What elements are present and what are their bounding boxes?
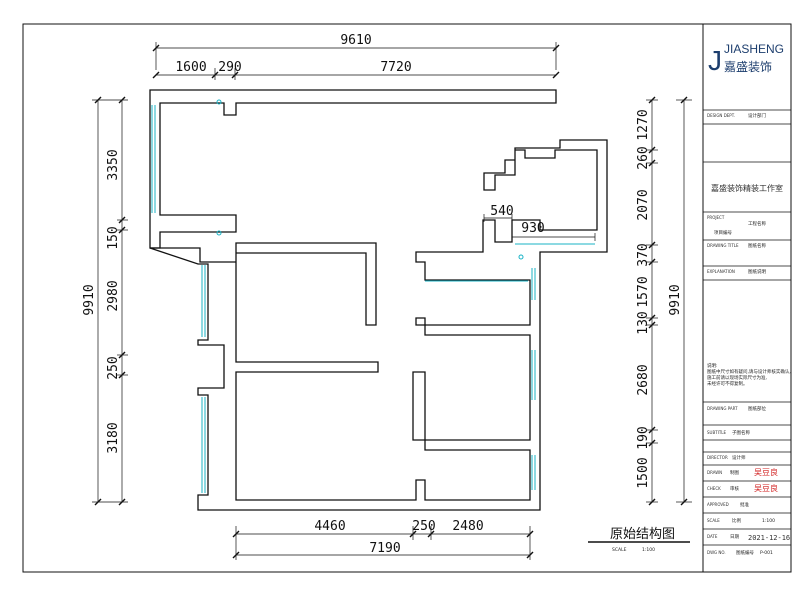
title-block: J JIASHENG 嘉盛装饰 DESIGN DEPT. 设计部门 嘉盛装饰精装…: [703, 42, 791, 556]
drawing-scale-label: SCALE: [612, 547, 627, 553]
window-lines: [151, 99, 595, 493]
dim-right-overall: 9910: [668, 284, 683, 315]
dim-left-5: 3180: [106, 422, 121, 453]
dwg-label: DWG NO.: [707, 550, 726, 555]
dim-right-1: 1270: [636, 109, 651, 140]
dim-left-1: 3350: [106, 149, 121, 180]
dim-right-6: 130: [636, 311, 651, 334]
drawing-title: 原始结构图: [610, 527, 675, 542]
check-value: 审核: [730, 485, 739, 492]
dim-right-8: 190: [636, 426, 651, 449]
dim-right-2: 260: [636, 146, 651, 169]
dim-top-2: 290: [218, 60, 241, 75]
director-label: DIRECTOR: [707, 455, 728, 460]
design-dept-label: DESIGN DEPT.: [707, 113, 735, 118]
notes-line-3: 未经许可不得复制。: [707, 380, 748, 387]
drawing-title-label: DRAWING TITLE: [707, 243, 739, 248]
dim-left-3: 2980: [106, 280, 121, 311]
approved-value: 批准: [740, 501, 749, 508]
dim-bottom-1: 4460: [314, 519, 345, 534]
dim-top-overall: 9610: [340, 33, 371, 48]
drawn-signature: 吴豆良: [754, 467, 778, 477]
logo-cn: 嘉盛装饰: [724, 59, 772, 74]
dim-bottom-3: 2480: [452, 519, 483, 534]
explanation-label: EXPLANATION: [707, 269, 735, 274]
explanation-value: 图纸说明: [748, 268, 766, 275]
dim-left-2: 150: [106, 226, 121, 249]
date-value: 日期: [730, 534, 739, 540]
project-value: 工程名称: [748, 220, 766, 227]
date-num: 2021-12-16: [748, 534, 790, 542]
dim-left-overall: 9910: [82, 284, 97, 315]
dim-top-3: 7720: [380, 60, 411, 75]
dim-right-4: 370: [636, 243, 651, 266]
date-label: DATE: [707, 534, 718, 539]
studio-name: 嘉盛装饰精装工作室: [711, 183, 783, 193]
notes-line-2: 施工前请以现场实际尺寸为准,: [707, 374, 767, 381]
dim-bottom-2: 250: [412, 519, 435, 534]
project-no: 项目编号: [714, 229, 732, 236]
director-value: 设计师: [732, 454, 746, 461]
sheet-border: [22, 23, 792, 573]
logo-letters: JIASHENG: [724, 42, 784, 56]
check-label: CHECK: [707, 486, 721, 491]
project-label: PROJECT: [707, 215, 725, 220]
dim-right-5: 1570: [636, 276, 651, 307]
notes-line-1: 图纸中尺寸如有疑问,请与设计师核实确认,: [707, 368, 791, 375]
subtitle-value: 子图名称: [732, 429, 750, 436]
notes-title: 说明:: [707, 362, 718, 369]
logo-j: J: [708, 45, 722, 76]
dim-inner-2: 930: [521, 221, 544, 236]
dim-right-7: 2680: [636, 364, 651, 395]
dwg-num: P-001: [760, 550, 773, 556]
bottom-dimension-lines: [232, 526, 534, 560]
dwg-value: 图纸编号: [736, 549, 754, 556]
dim-right-9: 1500: [636, 457, 651, 488]
dim-right-3: 2070: [636, 189, 651, 220]
drawn-label: DRAWN: [707, 470, 722, 475]
drawing-title-value: 图纸名称: [748, 242, 766, 249]
check-signature: 吴豆良: [754, 483, 778, 493]
left-dimension-lines: [92, 96, 128, 506]
design-dept-value: 设计部门: [748, 112, 766, 119]
tb-scale-value: 比例: [732, 517, 741, 524]
dim-bottom-overall: 7190: [369, 541, 400, 556]
tb-scale-label: SCALE: [707, 518, 720, 523]
right-dimension-lines: [646, 96, 692, 506]
dim-left-4: 250: [106, 356, 121, 379]
dim-top-1: 1600: [175, 60, 206, 75]
subtitle-label: SUBTITLE: [707, 430, 727, 435]
drawing-scale-value: 1:100: [642, 547, 655, 553]
approved-label: APPROVED: [707, 502, 729, 507]
drawn-value: 制图: [730, 469, 739, 476]
building-walls: [149, 89, 608, 511]
drawing-part-label: DRAWING PART: [707, 406, 738, 411]
dim-inner-1: 540: [490, 204, 513, 219]
top-dimension-lines: [152, 42, 560, 80]
tb-scale-num: 1:100: [762, 518, 775, 524]
drawing-part-value: 图纸部位: [748, 405, 766, 412]
